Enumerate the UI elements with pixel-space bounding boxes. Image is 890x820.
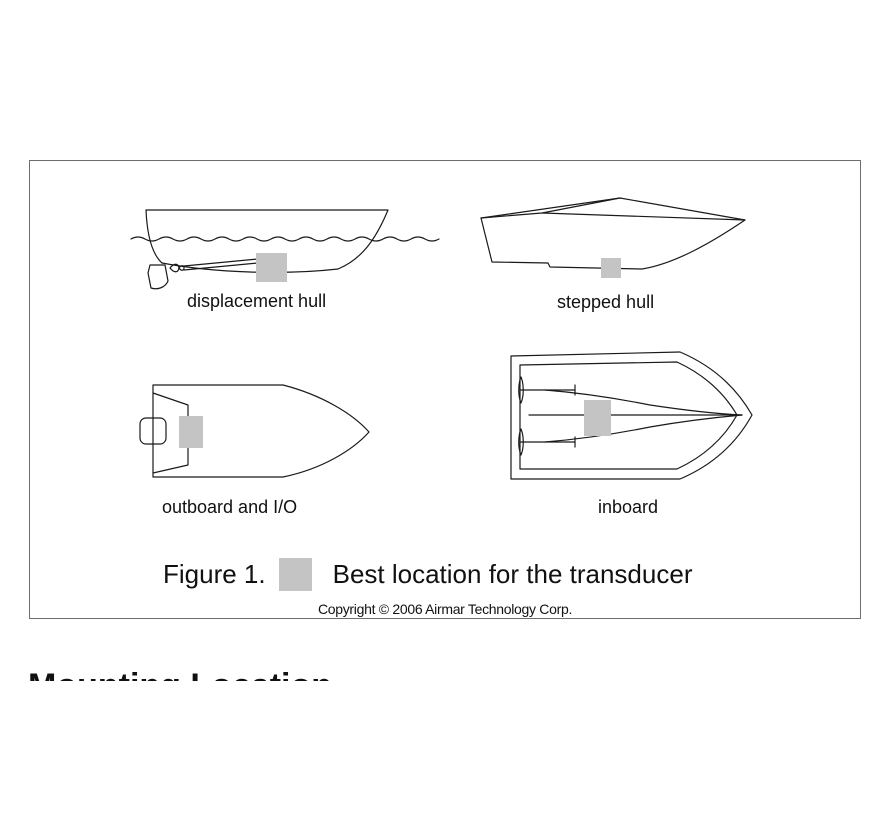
outboard-hull-drawing — [139, 384, 370, 478]
inboard-transducer-area — [584, 400, 611, 436]
figure-frame: displacement hull stepped hull outboard … — [29, 160, 861, 619]
displacement-hull-drawing — [130, 209, 440, 290]
section-heading-text: Mounting Location — [28, 669, 332, 681]
outboard-hull-label: outboard and I/O — [162, 497, 298, 517]
hull-diagrams — [130, 197, 753, 480]
displacement-hull-label: displacement hull — [187, 291, 327, 311]
figure-number: Figure 1. — [163, 558, 266, 589]
stepped-hull-label: stepped hull — [557, 292, 655, 312]
inboard-hull-drawing — [510, 351, 753, 480]
figure-caption-text: Best location for the transducer — [332, 558, 693, 589]
stepped-transducer-area — [601, 258, 621, 278]
section-heading: Mounting Location — [28, 662, 358, 681]
copyright-notice: Copyright © 2006 Airmar Technology Corp. — [317, 601, 573, 617]
stepped-hull-drawing — [480, 197, 746, 278]
inboard-hull-label: inboard — [598, 497, 659, 517]
highlight-legend-swatch — [278, 557, 312, 591]
displacement-transducer-area — [256, 253, 287, 282]
outboard-transducer-area — [179, 416, 203, 448]
figure-caption: Figure 1. Best location for the transduc… — [163, 557, 692, 591]
